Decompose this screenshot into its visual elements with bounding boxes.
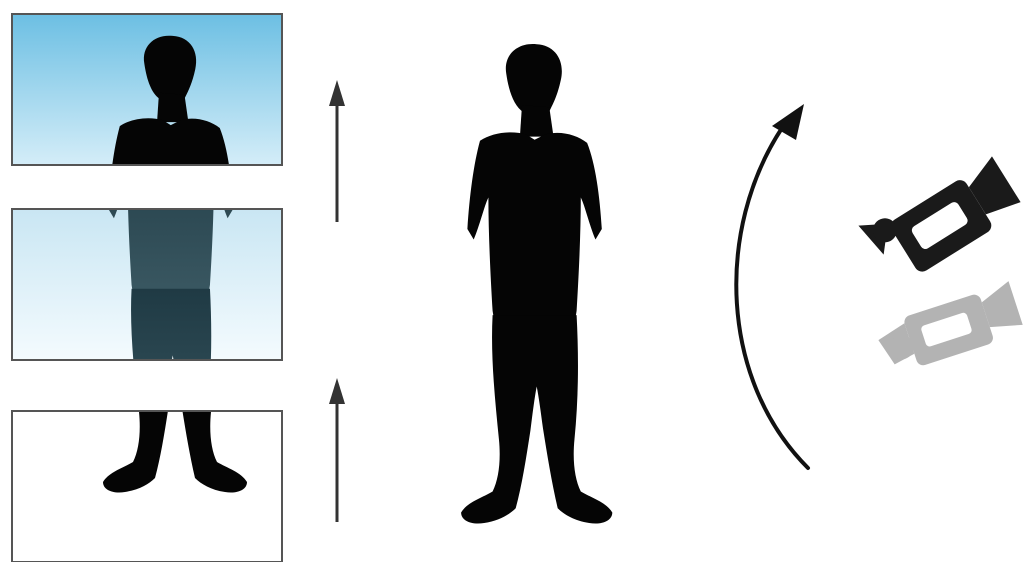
vertical-arrow-icon-lower bbox=[329, 378, 345, 522]
video-camera-ghost-icon bbox=[873, 281, 1025, 376]
curved-arrow-icon bbox=[736, 104, 808, 468]
video-camera-icon bbox=[858, 146, 1024, 288]
vertical-arrow-icon bbox=[329, 80, 345, 222]
full-body-silhouette bbox=[461, 44, 612, 524]
